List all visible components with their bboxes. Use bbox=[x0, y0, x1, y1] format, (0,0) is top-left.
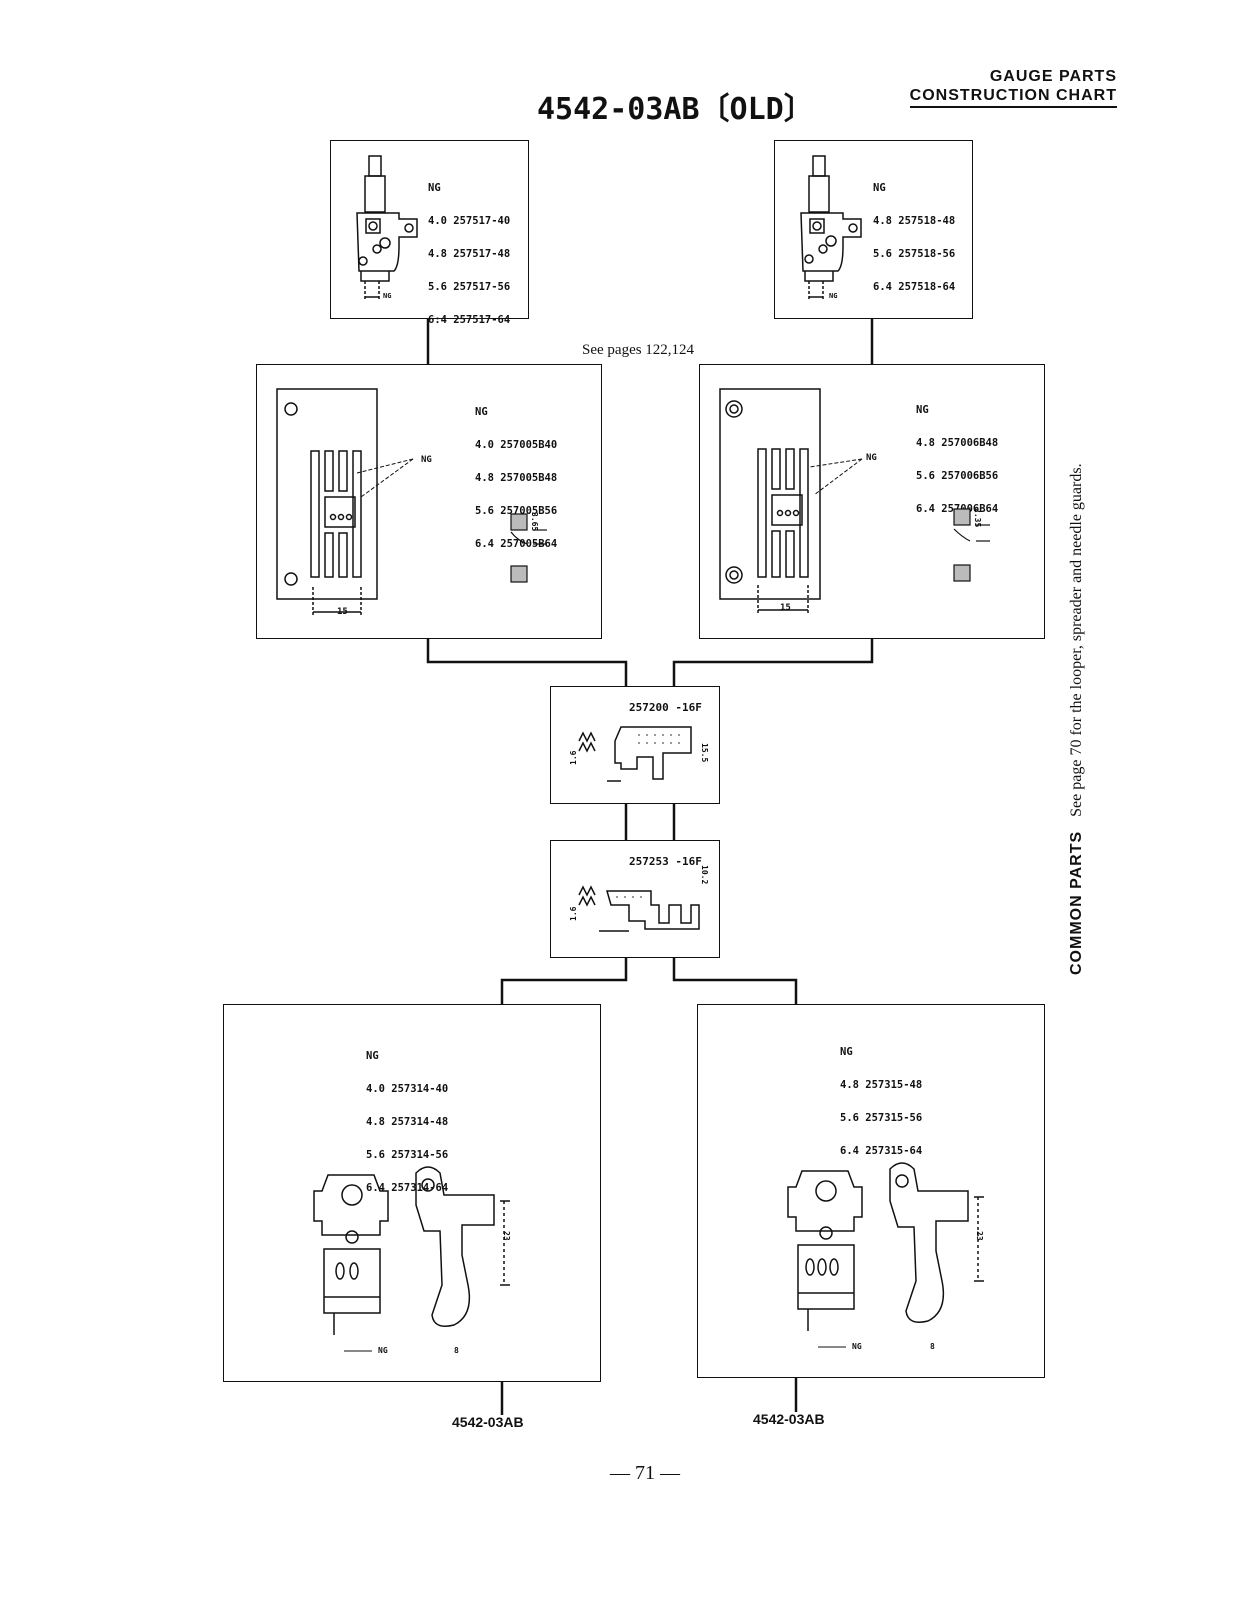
looper-right-drawing bbox=[787, 1162, 984, 1331]
dim-left: 1.6 bbox=[569, 750, 578, 765]
dim-width: 8 bbox=[454, 1346, 459, 1355]
looper-left-box: NG 4.0 257314-40 4.8 257314-48 5.6 25731… bbox=[223, 1004, 601, 1382]
looper-left-parts: NG 4.0 257314-40 4.8 257314-48 5.6 25731… bbox=[366, 1029, 448, 1216]
dim-left: 1.6 bbox=[569, 906, 578, 921]
dim-width: 15 bbox=[337, 607, 348, 617]
feed-dog-1-box: 257200 -16F 1.6 15.5 bbox=[550, 686, 720, 804]
see-pages-note: See pages 122,124 bbox=[582, 342, 695, 358]
feed-dog-2-box: 257253 -16F 1.6 10.2 bbox=[550, 840, 720, 958]
page-title: 4542-03AB〔OLD〕 bbox=[537, 92, 814, 127]
part-row: 5.6 257006B56 bbox=[916, 470, 999, 482]
part-row: 4.8 257518-48 bbox=[873, 215, 956, 227]
presser-foot-right-drawing bbox=[800, 155, 862, 301]
presser-foot-right-box: NG 4.8 257518-48 5.6 257518-56 6.4 25751… bbox=[774, 140, 973, 319]
part-row: 4.8 257005B48 bbox=[475, 472, 558, 484]
dim-ng-line bbox=[818, 1346, 846, 1348]
ng-label: NG bbox=[840, 1046, 853, 1058]
dim-width: 8 bbox=[930, 1342, 935, 1351]
variant-label-left: 4542-03AB bbox=[452, 1414, 524, 1430]
feed-dog-1-drawing bbox=[578, 726, 692, 782]
part-row: 4.8 257006B48 bbox=[916, 437, 999, 449]
dim-height: 2.35 bbox=[973, 508, 982, 528]
dim-ng: NG bbox=[852, 1342, 862, 1351]
dim-height: 23 bbox=[975, 1231, 984, 1241]
part-number: 257200 -16F bbox=[629, 701, 702, 714]
dim-label: NG bbox=[383, 292, 392, 300]
dim-height: 23 bbox=[502, 1231, 511, 1241]
part-row: 5.6 257314-56 bbox=[366, 1149, 449, 1161]
part-row: 5.6 257005B56 bbox=[475, 505, 558, 517]
common-parts-heading: COMMON PARTS bbox=[1068, 830, 1085, 975]
dim-width: 15 bbox=[780, 603, 791, 613]
part-row: 4.8 257314-48 bbox=[366, 1116, 449, 1128]
looper-left-drawing bbox=[313, 1166, 510, 1335]
variant-label-right: 4542-03AB bbox=[753, 1411, 825, 1427]
part-row: 6:4 257517-64 bbox=[428, 314, 511, 326]
part-row: 6.4 257518-64 bbox=[873, 281, 956, 293]
presser-foot-left-box: NG 4.0 257517-40 4.8 257517-48 5.6 25751… bbox=[330, 140, 529, 326]
part-row: 6.4 257005B64 bbox=[475, 538, 558, 550]
part-row: 6.4 257315-64 bbox=[840, 1145, 923, 1157]
needle-plate-left-callout-lines bbox=[356, 458, 414, 498]
looper-right-parts: NG 4.8 257315-48 5.6 257315-56 6.4 25731… bbox=[840, 1025, 922, 1179]
callout-label: NG bbox=[866, 453, 877, 463]
needle-plate-left-parts: NG 4.0 257005B40 4.8 257005B48 5.6 25700… bbox=[475, 385, 557, 572]
part-row: 6.4 257314-64 bbox=[366, 1182, 449, 1194]
part-row: 4.0 257314-40 bbox=[366, 1083, 449, 1095]
dim-label: NG bbox=[829, 292, 838, 300]
common-parts-side-note: COMMON PARTS See page 70 for the looper, … bbox=[1068, 355, 1098, 975]
dim-ng: NG bbox=[378, 1346, 388, 1355]
callout-label: NG bbox=[421, 455, 432, 465]
part-row: 4.8 257315-48 bbox=[840, 1079, 923, 1091]
dim-height: 3.65 bbox=[530, 512, 539, 532]
presser-foot-left-drawing bbox=[356, 155, 418, 301]
needle-plate-right-callout-lines bbox=[809, 458, 863, 496]
common-parts-reference: See page 70 for the looper, spreader and… bbox=[1068, 463, 1085, 817]
presser-foot-left-parts: NG 4.0 257517-40 4.8 257517-48 5.6 25751… bbox=[428, 161, 510, 348]
ng-label: NG bbox=[475, 406, 488, 418]
ng-label: NG bbox=[428, 182, 441, 194]
needle-plate-left-box: NG 15 NG 4.0 257005B40 4.8 257005B48 5.6… bbox=[256, 364, 602, 639]
dim-right: 10.2 bbox=[700, 865, 709, 885]
ng-label: NG bbox=[366, 1050, 379, 1062]
part-row: 4.8 257517-48 bbox=[428, 248, 511, 260]
needle-plate-right-box: NG 15 NG 4.8 257006B48 5.6 257006B56 6.4… bbox=[699, 364, 1045, 639]
part-row: 4.0 257005B40 bbox=[475, 439, 558, 451]
needle-plate-right-drawing bbox=[719, 388, 821, 613]
part-number: 257253 -16F bbox=[629, 855, 702, 868]
part-row: 5.6 257315-56 bbox=[840, 1112, 923, 1124]
part-row: 4.0 257517-40 bbox=[428, 215, 511, 227]
section-title-line2: CONSTRUCTION CHART bbox=[909, 87, 1117, 108]
ng-label: NG bbox=[916, 404, 929, 416]
needle-plate-left-section bbox=[510, 513, 547, 583]
dim-right: 15.5 bbox=[700, 743, 709, 763]
part-row: 5.6 257518-56 bbox=[873, 248, 956, 260]
feed-dog-2-drawing bbox=[578, 885, 700, 932]
page-number: — 71 — bbox=[610, 1462, 680, 1484]
section-title-line1: GAUGE PARTS bbox=[989, 68, 1117, 85]
looper-right-box: NG 4.8 257315-48 5.6 257315-56 6.4 25731… bbox=[697, 1004, 1045, 1378]
presser-foot-right-parts: NG 4.8 257518-48 5.6 257518-56 6.4 25751… bbox=[873, 161, 955, 315]
ng-label: NG bbox=[873, 182, 886, 194]
dim-ng-line bbox=[344, 1350, 372, 1352]
needle-plate-right-section bbox=[953, 508, 990, 582]
part-row: 5.6 257517-56 bbox=[428, 281, 511, 293]
needle-plate-left-drawing bbox=[276, 388, 378, 615]
